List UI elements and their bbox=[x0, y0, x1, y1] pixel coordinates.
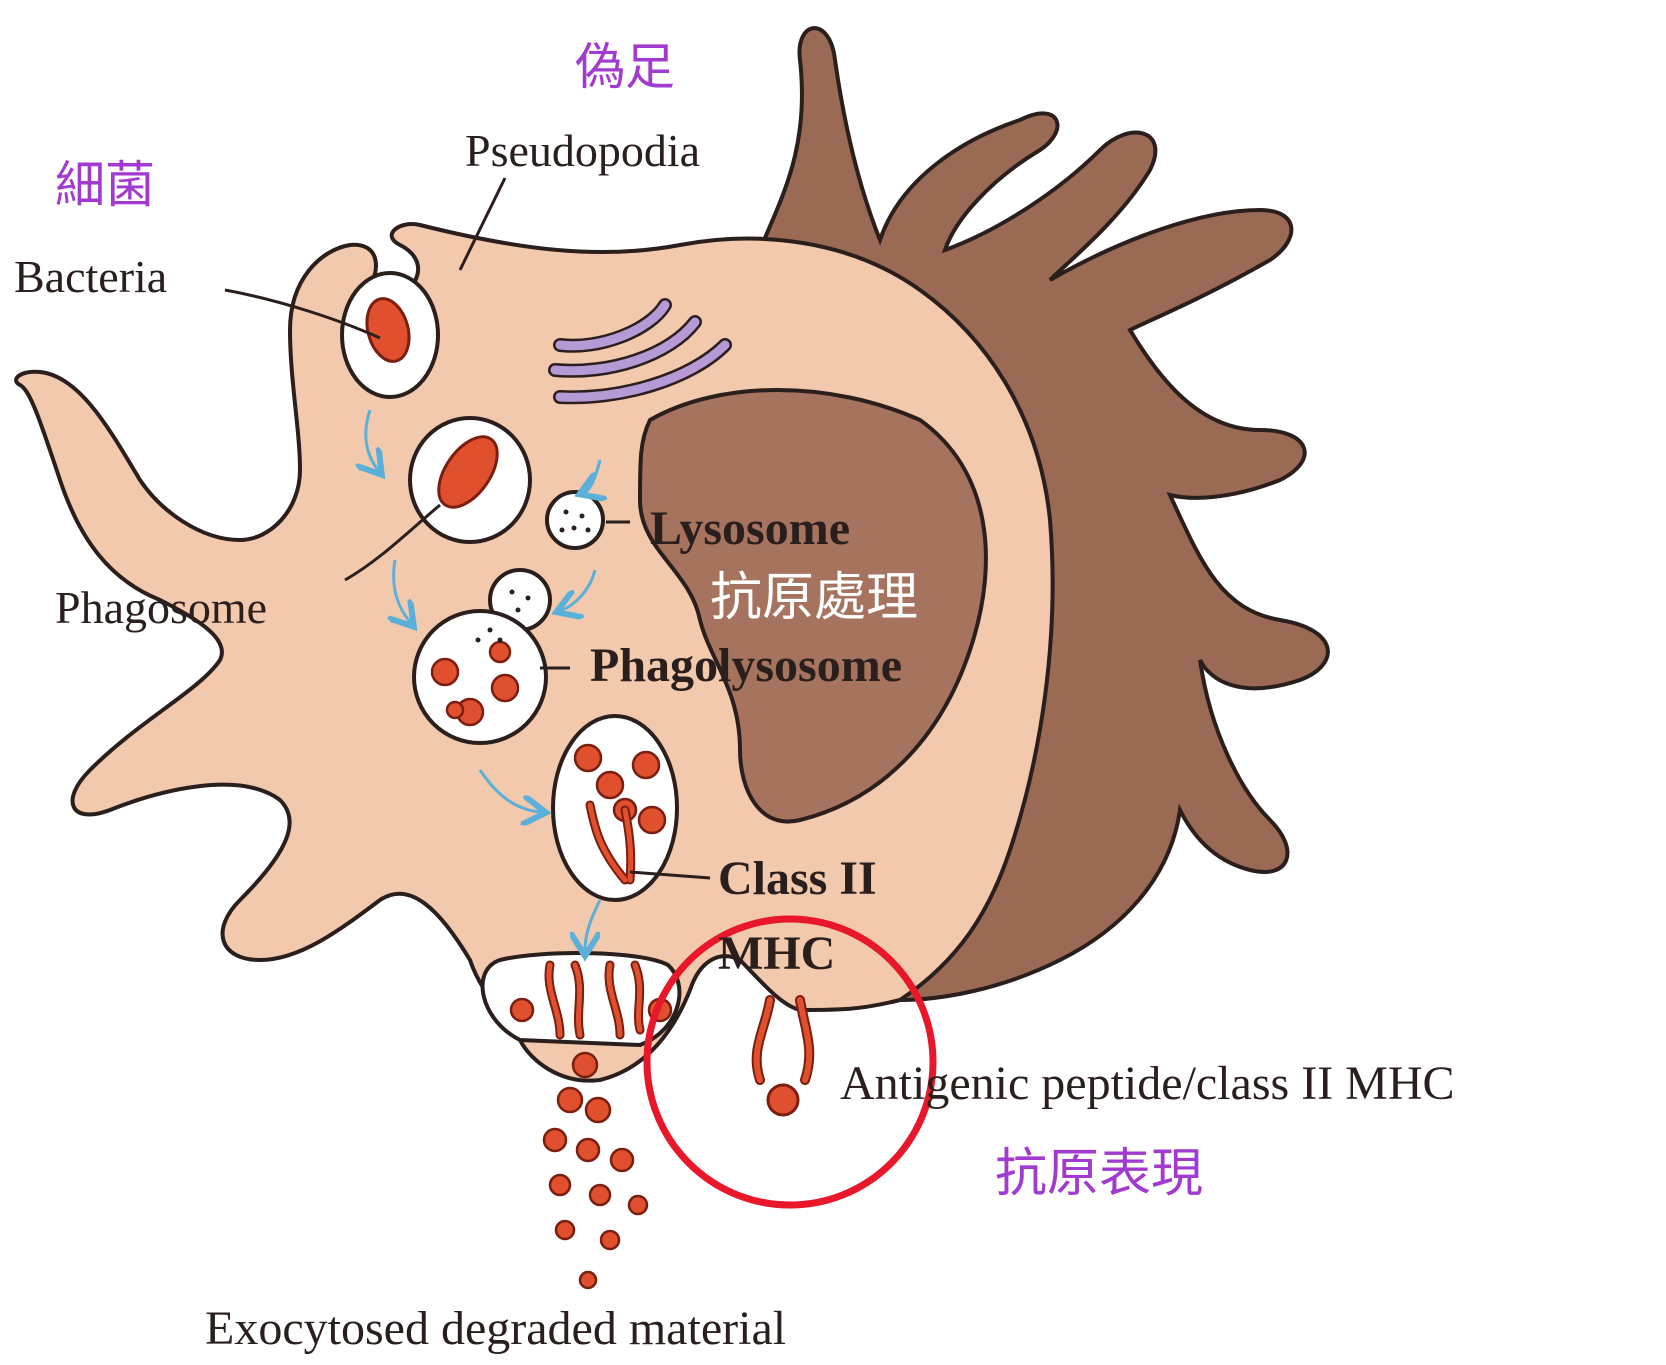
degraded-material-particles bbox=[544, 1088, 647, 1288]
label-phagosome: Phagosome bbox=[55, 585, 267, 631]
label-zh-antigen-presentation: 抗原表現 bbox=[995, 1148, 1203, 1200]
lysosome bbox=[547, 492, 603, 548]
label-zh-bacteria: 細菌 bbox=[55, 160, 155, 210]
phagosome bbox=[410, 418, 530, 542]
label-mhc: MHC bbox=[718, 930, 835, 978]
label-class-ii: Class II bbox=[718, 855, 877, 903]
surface-mhc-peptide bbox=[757, 1000, 810, 1115]
label-exocytosed: Exocytosed degraded material bbox=[205, 1305, 786, 1353]
label-zh-pseudopodia: 偽足 bbox=[575, 42, 675, 92]
label-phagolysosome: Phagolysosome bbox=[590, 642, 902, 690]
label-pseudopodia: Pseudopodia bbox=[465, 128, 700, 174]
label-zh-antigen-processing: 抗原處理 bbox=[710, 572, 918, 624]
mhc-vesicle bbox=[553, 716, 677, 900]
label-antigenic-peptide: Antigenic peptide/class II MHC bbox=[840, 1060, 1455, 1108]
bacterium-engulfing bbox=[342, 273, 438, 397]
label-bacteria: Bacteria bbox=[14, 254, 167, 300]
label-lysosome: Lysosome bbox=[650, 505, 850, 553]
